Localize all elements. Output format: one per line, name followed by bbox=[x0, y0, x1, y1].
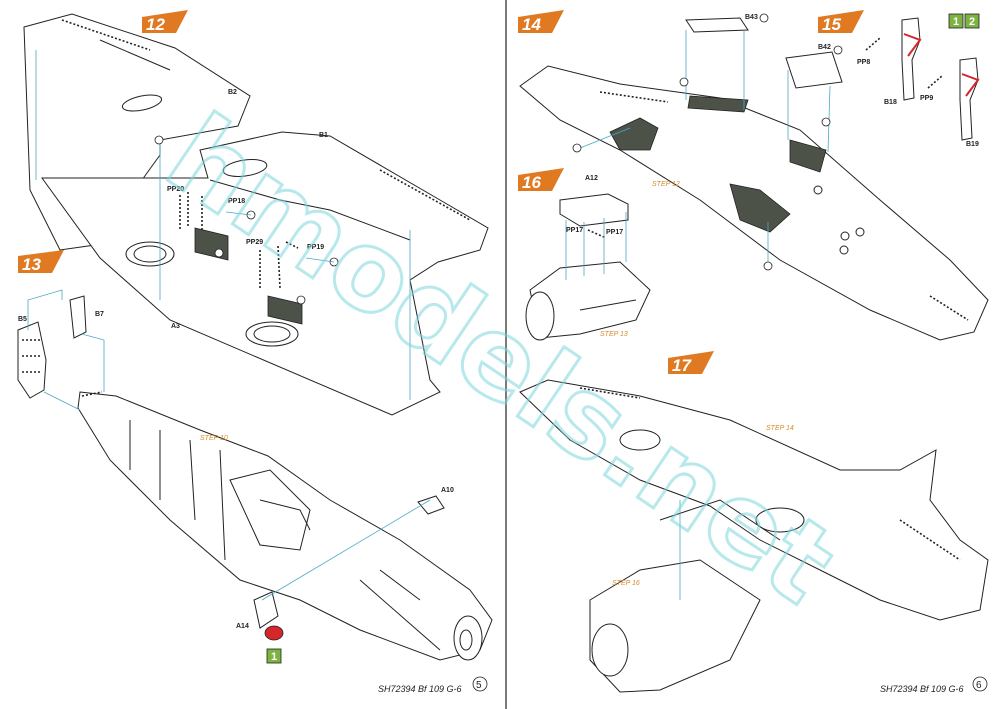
label-b1: B1 bbox=[319, 132, 328, 139]
step-15-number: 15 bbox=[822, 15, 841, 34]
label-b2: B2 bbox=[228, 89, 237, 96]
label-pp18: PP18 bbox=[228, 198, 245, 205]
label-a14: A14 bbox=[236, 623, 249, 630]
cover-b42 bbox=[785, 51, 843, 89]
right-page: 14 STEP 12 B43 B42 bbox=[518, 10, 989, 694]
label-b18: B18 bbox=[884, 99, 897, 106]
left-page: 12 B2 bbox=[17, 10, 493, 694]
nose-subassembly bbox=[525, 261, 651, 341]
option-badge-1-left: 1 bbox=[266, 648, 282, 664]
step-16-number: 16 bbox=[522, 173, 541, 192]
label-a10: A10 bbox=[441, 487, 454, 494]
part-a14 bbox=[253, 591, 279, 629]
option-badge-2-label: 2 bbox=[969, 16, 975, 28]
step-15-flag: 15 bbox=[818, 10, 864, 34]
pe-pp17 bbox=[587, 229, 607, 239]
step-13-flag: 13 bbox=[18, 250, 64, 274]
wing-assembly-step-14 bbox=[519, 65, 989, 341]
landing-gear-b18 bbox=[865, 17, 922, 101]
label-pp9: PP9 bbox=[920, 95, 933, 102]
fin-b7 bbox=[69, 295, 87, 339]
step-17-number: 17 bbox=[672, 356, 692, 375]
step-14-number: 14 bbox=[522, 15, 541, 34]
ref-step-10: STEP 10 bbox=[200, 435, 228, 442]
landing-gear-b19 bbox=[927, 57, 980, 141]
label-pp20: PP20 bbox=[167, 186, 184, 193]
page-number-left: 5 bbox=[476, 680, 482, 691]
fuselage bbox=[77, 391, 493, 661]
label-pp29: PP29 bbox=[246, 239, 263, 246]
lower-wing-b1 bbox=[41, 131, 489, 416]
step-14-flag: 14 bbox=[518, 10, 564, 34]
cover-b43 bbox=[685, 17, 749, 33]
option-badge-1-right: 1 bbox=[948, 13, 964, 29]
page-number-circle-right bbox=[972, 676, 988, 692]
label-b7: B7 bbox=[95, 311, 104, 318]
label-a12: A12 bbox=[585, 175, 598, 182]
guide-lines-step-12 bbox=[35, 50, 411, 400]
ref-step-13: STEP 13 bbox=[600, 331, 628, 338]
step-13-number: 13 bbox=[22, 255, 41, 274]
red-lens bbox=[264, 625, 284, 641]
page-number-right: 6 bbox=[976, 680, 982, 691]
step-17-flag: 17 bbox=[668, 351, 714, 375]
rudder-b5 bbox=[17, 321, 47, 399]
option-badge-2: 2 bbox=[964, 13, 980, 29]
step-12-flag: 12 bbox=[142, 10, 188, 34]
label-pp8: PP8 bbox=[857, 59, 870, 66]
guide-lines-step-16 bbox=[565, 212, 627, 280]
canopy-a10 bbox=[417, 495, 445, 515]
ref-step-12: STEP 12 bbox=[652, 181, 680, 188]
radiator-a12 bbox=[559, 193, 629, 227]
option-badge-1-left-label: 1 bbox=[271, 651, 277, 663]
label-pp19: PP19 bbox=[307, 244, 324, 251]
step-12-number: 12 bbox=[146, 15, 165, 34]
label-pp17-right: PP17 bbox=[606, 229, 623, 236]
guide-lines-step-13 bbox=[27, 289, 431, 601]
label-b43: B43 bbox=[745, 14, 758, 21]
label-a3: A3 bbox=[171, 323, 180, 330]
ref-step-14: STEP 14 bbox=[766, 425, 794, 432]
page-number-circle-left bbox=[472, 676, 488, 692]
footer-right-code: SH72394 Bf 109 G-6 bbox=[880, 684, 964, 694]
label-b5: B5 bbox=[18, 316, 27, 323]
step-16-flag: 16 bbox=[518, 168, 564, 192]
option-badge-1-right-label: 1 bbox=[953, 16, 959, 28]
label-pp17-left: PP17 bbox=[566, 227, 583, 234]
label-b42: B42 bbox=[818, 44, 831, 51]
label-b19: B19 bbox=[966, 141, 979, 148]
final-assembly-step-17 bbox=[519, 379, 989, 693]
footer-left-code: SH72394 Bf 109 G-6 bbox=[378, 684, 462, 694]
cement-markers-right bbox=[572, 13, 843, 271]
ref-step-16: STEP 16 bbox=[612, 580, 640, 587]
